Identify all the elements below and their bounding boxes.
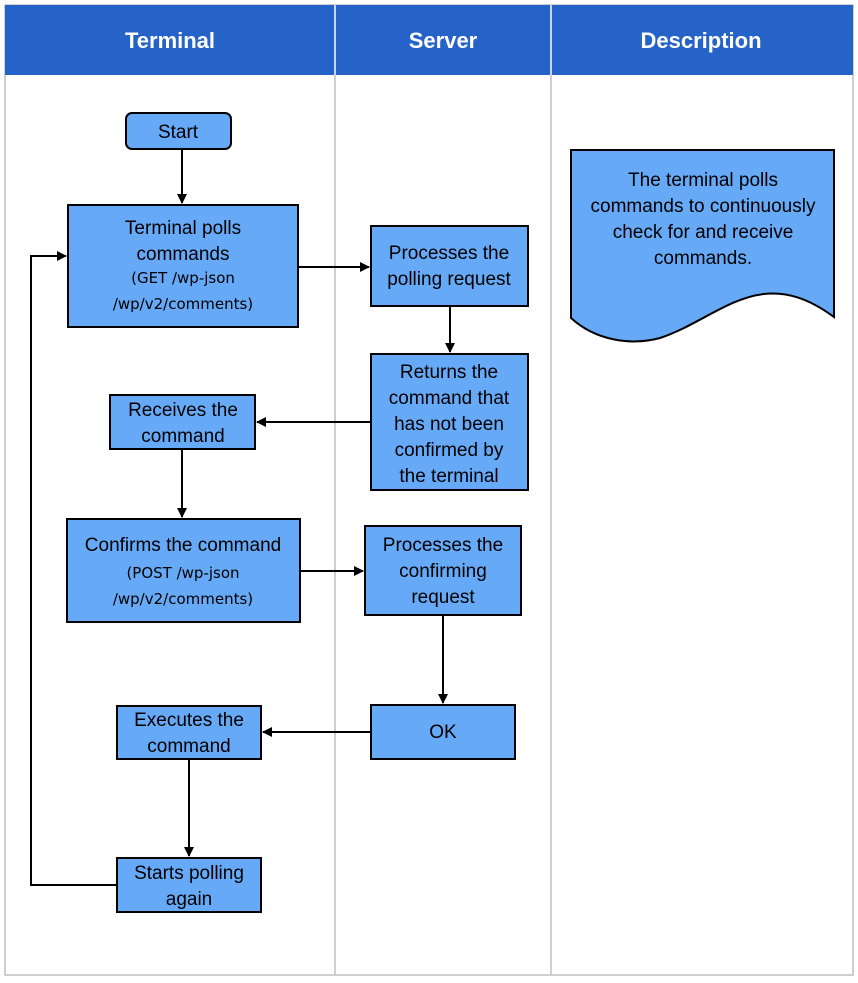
text-line: /wp/v2/comments) xyxy=(113,590,253,608)
returns-command-node xyxy=(370,353,529,491)
text-line: Terminal polls xyxy=(125,218,241,239)
text-line: request xyxy=(411,587,475,608)
returns-command-label: Returns the command that has not been confi… xyxy=(389,362,510,487)
ok-label: OK xyxy=(429,722,457,743)
lane-header-description: Description xyxy=(640,28,761,53)
text-line: again xyxy=(166,889,213,910)
text-line: command xyxy=(147,736,230,757)
arrow-loop-back-to-polls xyxy=(30,251,116,886)
text-line: Processes the xyxy=(383,535,503,556)
start-label: Start xyxy=(158,122,199,143)
text-line: command that xyxy=(389,388,510,409)
starts-polling-label: Starts polling again xyxy=(134,863,244,910)
text-line: Start xyxy=(158,122,199,143)
text-line: commands to continuously xyxy=(591,196,816,217)
text-line: Processes the xyxy=(389,243,509,264)
executes-command-label: Executes the command xyxy=(134,710,244,757)
text-line: Returns the xyxy=(400,362,498,383)
ok-node xyxy=(370,704,516,760)
text-line: the terminal xyxy=(399,466,498,487)
starts-polling-node xyxy=(116,857,262,913)
receives-command-label: Receives the command xyxy=(128,400,238,447)
terminal-polls-node xyxy=(67,204,299,328)
header-bar xyxy=(5,5,853,75)
receives-command-node xyxy=(109,394,256,450)
text-line: confirming xyxy=(399,561,487,582)
text-line: Starts polling xyxy=(134,863,244,884)
description-note-shape xyxy=(570,149,835,343)
text-line: The terminal polls xyxy=(628,170,778,191)
confirms-command-node xyxy=(66,518,301,623)
text-line: Executes the xyxy=(134,710,244,731)
text-line: has not been xyxy=(394,414,504,435)
processes-polling-label: Processes the polling request xyxy=(387,243,511,290)
terminal-polls-api-label: (GET /wp-json/wp/v2/comments) xyxy=(113,269,253,313)
terminal-polls-label: Terminal polls commands xyxy=(125,218,241,265)
executes-command-node xyxy=(116,705,262,760)
processes-confirming-node xyxy=(364,525,522,616)
lane-header-server: Server xyxy=(409,28,478,53)
text-line: Confirms the command xyxy=(85,535,281,556)
text-line: command xyxy=(141,426,224,447)
start-node xyxy=(125,112,232,150)
text-line: confirmed by xyxy=(395,440,504,461)
text-line: /wp/v2/comments) xyxy=(113,295,253,313)
lane-header-terminal: Terminal xyxy=(125,28,215,53)
description-note-text: The terminal polls commands to continuous… xyxy=(591,170,816,269)
text-line: (GET /wp-json xyxy=(131,269,235,287)
text-line: commands. xyxy=(654,248,752,269)
text-line: Receives the xyxy=(128,400,238,421)
processes-polling-node xyxy=(370,225,529,307)
text-line: (POST /wp-json xyxy=(126,564,239,582)
text-line: OK xyxy=(429,722,457,743)
confirms-command-api-label: (POST /wp-json/wp/v2/comments) xyxy=(113,564,253,608)
text-line: commands xyxy=(137,244,230,265)
processes-confirming-label: Processes the confirming request xyxy=(383,535,503,608)
text-line: check for and receive xyxy=(613,222,794,243)
confirms-command-label: Confirms the command xyxy=(85,535,281,556)
text-line: polling request xyxy=(387,269,511,290)
